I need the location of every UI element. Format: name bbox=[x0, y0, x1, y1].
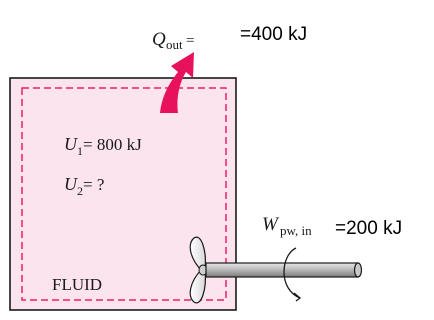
heat-subscript: out bbox=[166, 37, 183, 52]
heat-equals: = bbox=[186, 33, 194, 49]
heat-value: =400 kJ bbox=[240, 24, 307, 45]
u2-symbol: U bbox=[64, 174, 78, 194]
u2-subscript: 2 bbox=[77, 184, 83, 198]
u2-expression: = ? bbox=[83, 175, 104, 194]
u1-symbol: U bbox=[64, 134, 78, 154]
heat-symbol: Q bbox=[152, 29, 166, 50]
u1-subscript: 1 bbox=[77, 144, 83, 158]
work-subscript: pw, in bbox=[280, 223, 312, 238]
paddle-wheel bbox=[189, 236, 208, 304]
system-boundary bbox=[21, 87, 227, 301]
work-symbol: W bbox=[262, 214, 280, 235]
u1-expression: = 800 kJ bbox=[83, 135, 142, 154]
work-value: =200 kJ bbox=[335, 218, 402, 239]
shaft bbox=[205, 262, 363, 278]
fluid-label: FLUID bbox=[52, 275, 102, 294]
rotation-arrow bbox=[283, 247, 302, 302]
heat-out-arrow bbox=[160, 52, 194, 113]
tank bbox=[9, 77, 237, 311]
